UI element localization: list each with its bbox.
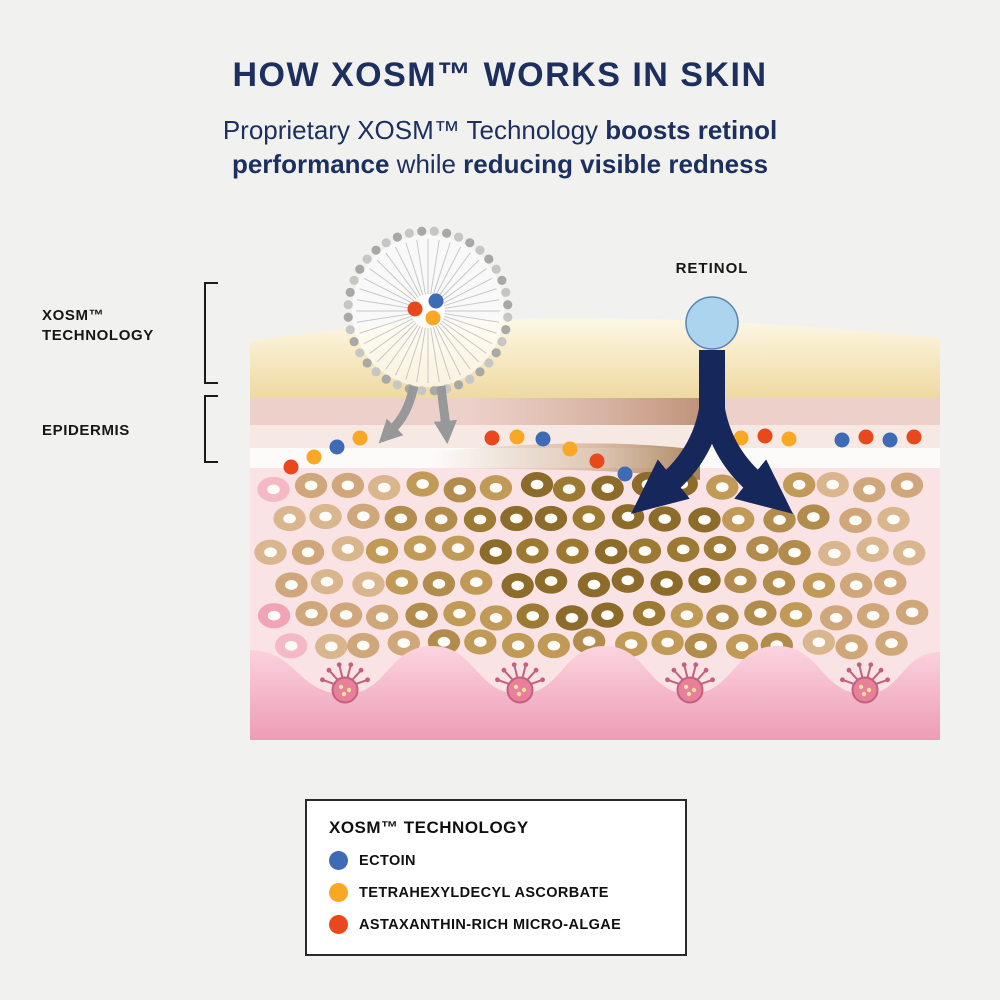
retinol-penetration-arrow — [631, 350, 793, 514]
epidermis-bracket — [204, 395, 218, 463]
legend-title: XOSM™ TECHNOLOGY — [329, 818, 529, 837]
dermis-layer — [250, 646, 940, 740]
dermal-papillae — [320, 662, 890, 704]
astaxanthin-dot-icon — [329, 915, 348, 934]
epidermis-label: EPIDERMIS — [42, 422, 130, 439]
legend-item-label: ECTOIN — [359, 852, 416, 869]
subtitle-bold-1: boosts retinol performance — [231, 115, 778, 180]
xosm-micelle — [343, 226, 513, 396]
page-title: HOW XOSM™ WORKS IN SKIN — [232, 56, 768, 94]
active-ingredient-dots — [283, 428, 922, 482]
legend-item-tetrahexyldecyl-ascorbate: TETRAHEXYLDECYL ASCORBATE — [329, 883, 663, 902]
retinol-label: RETINOL — [675, 260, 749, 277]
xosm-technology-bracket — [204, 282, 218, 384]
ectoin-dot-icon — [329, 851, 348, 870]
skin-diagram — [204, 226, 940, 740]
xosm-technology-label: XOSM™ TECHNOLOGY — [42, 307, 154, 344]
legend-item-label: TETRAHEXYLDECYL ASCORBATE — [359, 884, 609, 901]
legend-item-astaxanthin: ASTAXANTHIN-RICH MICRO-ALGAE — [329, 915, 663, 934]
subtitle-regular-1: Proprietary XOSM™ Technology — [222, 115, 606, 145]
delivery-arrow-left — [378, 384, 419, 444]
legend-item-label: ASTAXANTHIN-RICH MICRO-ALGAE — [359, 916, 622, 933]
legend-box: XOSM™ TECHNOLOGY ECTOIN TETRAHEXYLDECYL … — [305, 799, 687, 956]
subtitle-regular-2: while — [389, 149, 464, 180]
retinol-ball — [685, 296, 739, 350]
subtitle: Proprietary XOSM™ Technology boosts reti… — [160, 113, 840, 182]
subtitle-bold-2: reducing visible redness — [463, 149, 769, 180]
delivery-arrow-right — [433, 385, 458, 445]
epidermis-band-brown-tint — [470, 398, 712, 425]
legend-item-ectoin: ECTOIN — [329, 851, 663, 870]
tetrahexyldecyl-ascorbate-dot-icon — [329, 883, 348, 902]
